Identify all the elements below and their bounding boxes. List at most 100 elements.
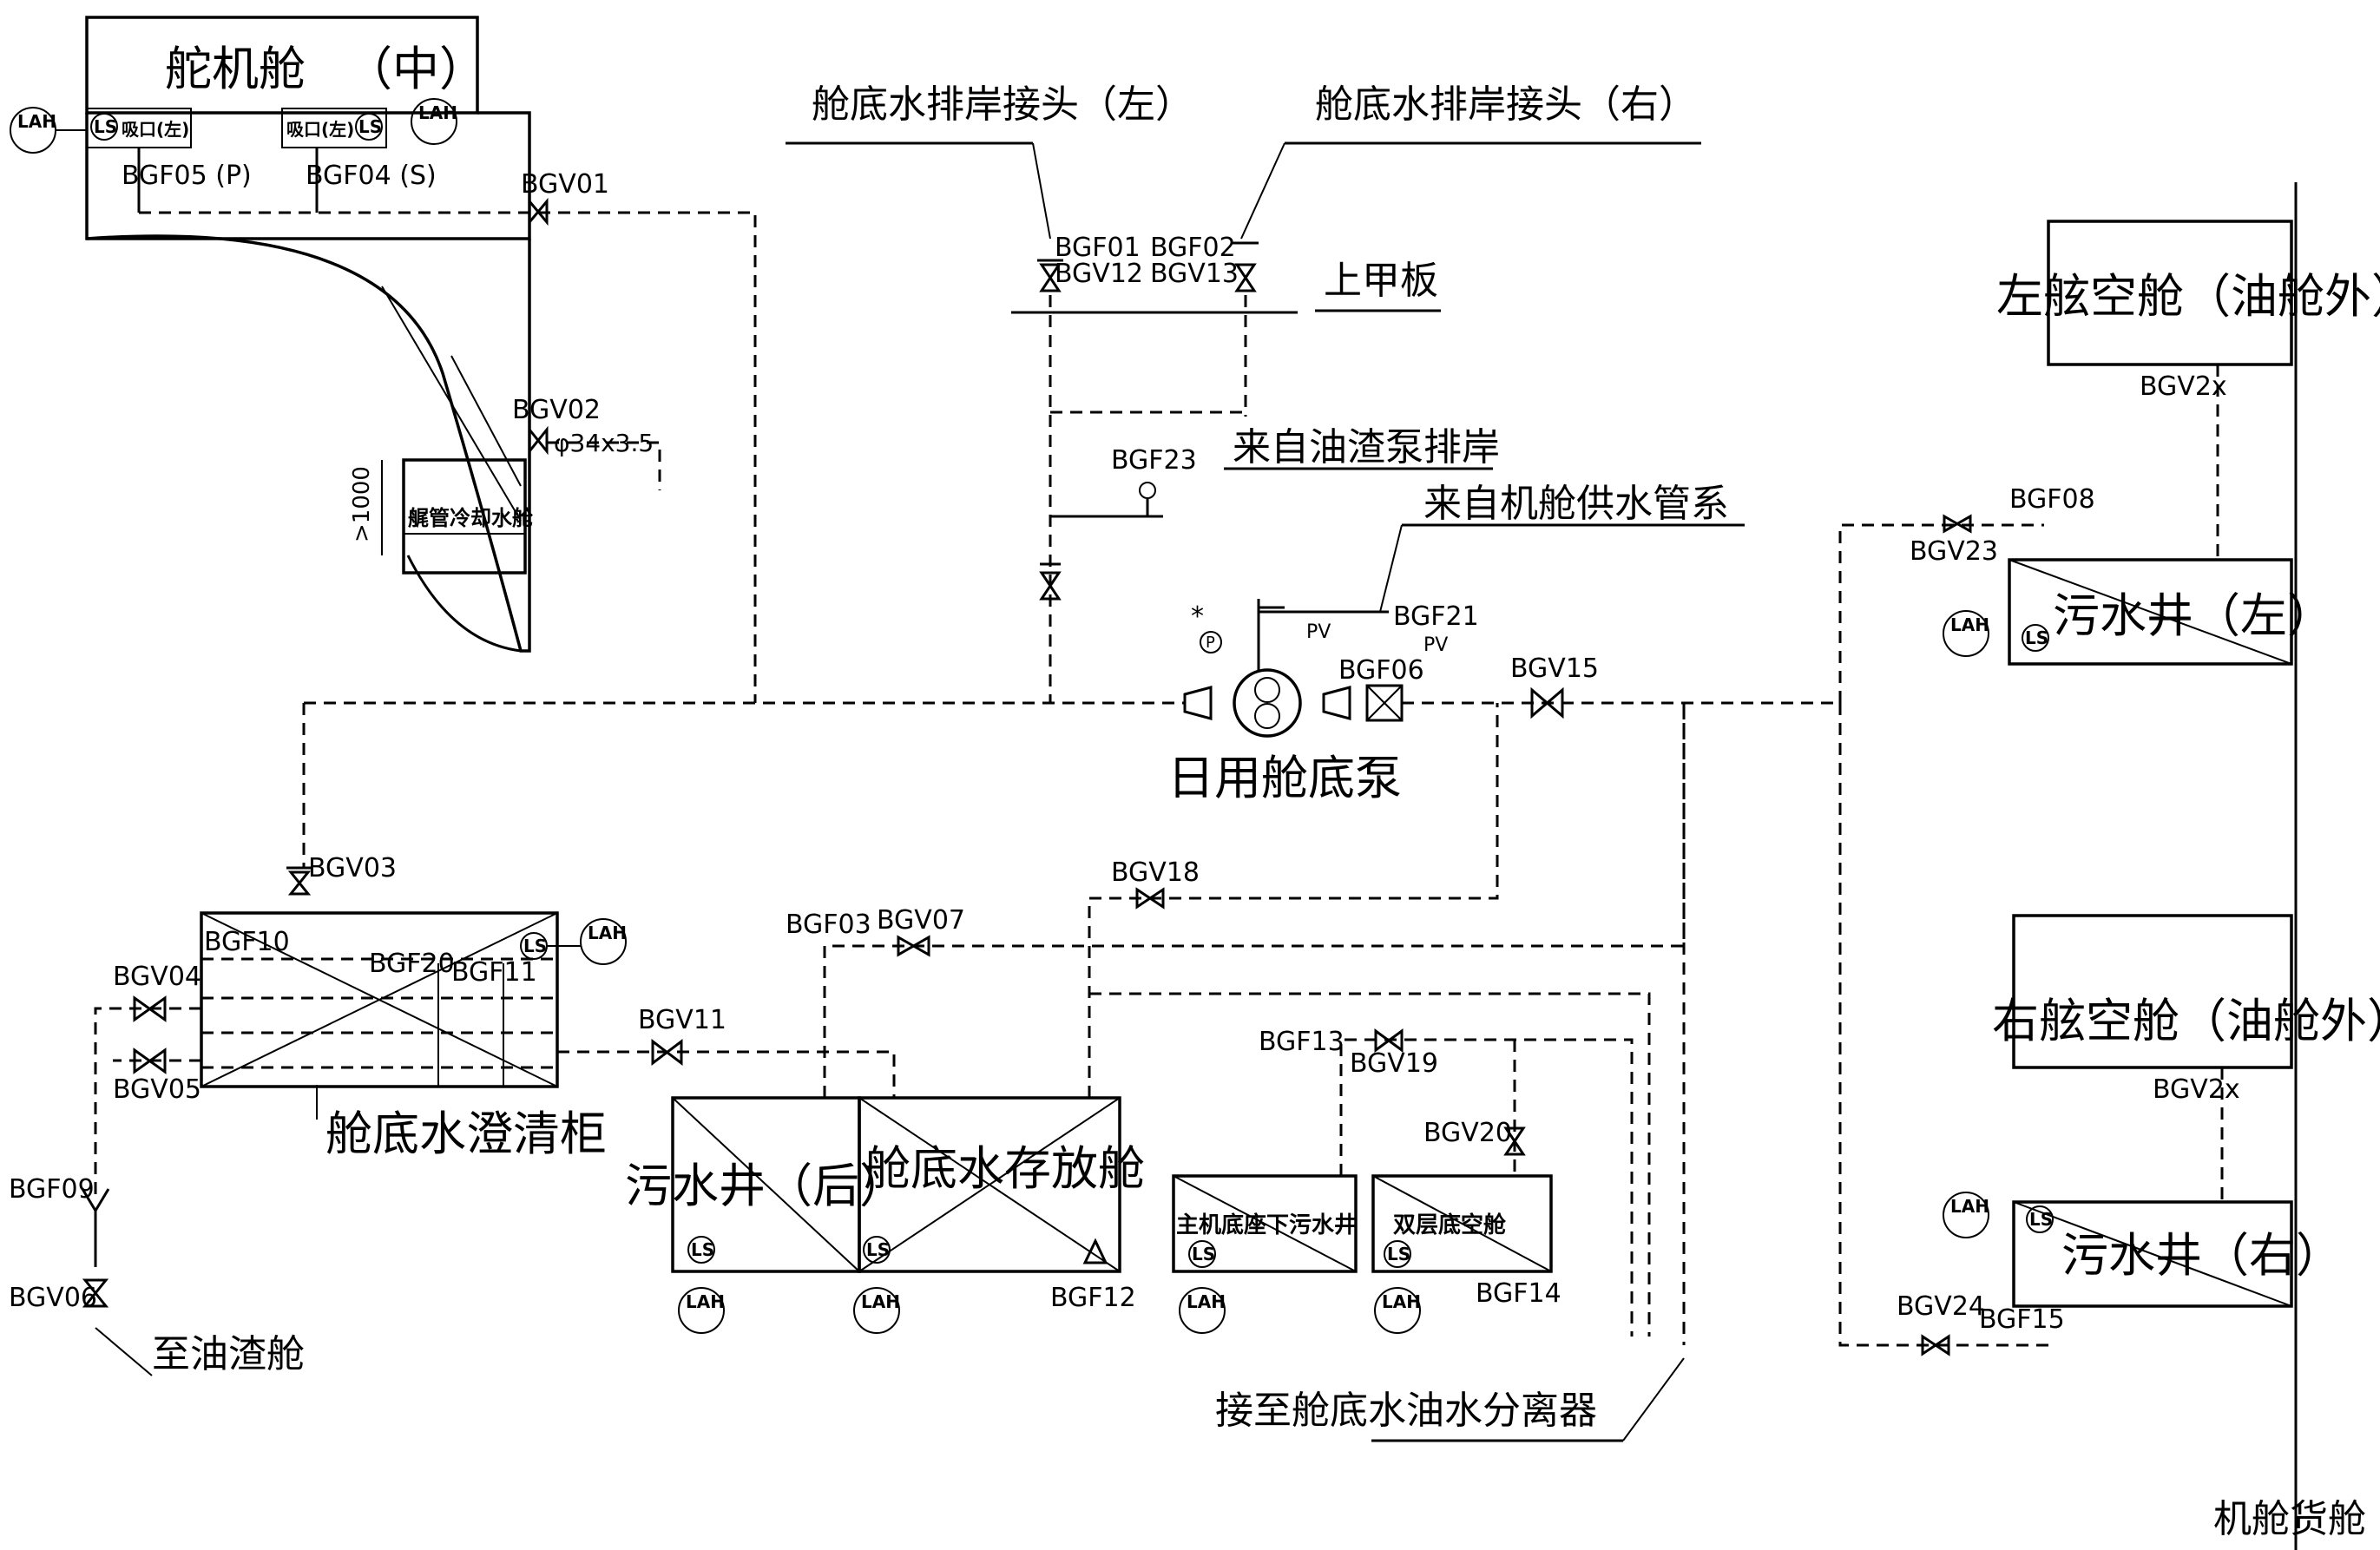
valve-bgv04-icon [133, 995, 167, 1022]
lah-label: LAH [1950, 614, 1989, 635]
tag-bgf08: BGF08 [2009, 484, 2095, 515]
pump-fw-branch [1257, 606, 1285, 670]
from-sludge-pump-label: 来自油渣泵排岸 [1233, 425, 1500, 470]
holding-tank-label: 舱底水存放舱 [864, 1141, 1145, 1196]
tag-bgv07: BGV07 [877, 905, 965, 936]
ls-label: LS [691, 1239, 714, 1260]
upper-deck-label: 上甲板 [1324, 259, 1438, 303]
tag-bgf15: BGF15 [1979, 1304, 2065, 1335]
shore-conn-right-label: 舱底水排岸接头（右） [1315, 82, 1697, 127]
lah-label: LAH [1382, 1291, 1421, 1312]
ls-label: LS [1192, 1244, 1215, 1264]
valve-bgv03-icon [286, 866, 312, 896]
bilge-well-stbd-label: 污水井（右） [2061, 1228, 2343, 1283]
tag-bgv20: BGV20 [1423, 1118, 1512, 1148]
tag-bgf23: BGF23 [1111, 445, 1197, 476]
tag-bgv02: BGV02 [512, 395, 601, 425]
bilge-well-stbd [2012, 1200, 2293, 1308]
to-sludge-leader [95, 1327, 153, 1376]
steering-room-mid-label: （中） [345, 42, 486, 96]
tag-bgv19: BGV19 [1350, 1048, 1438, 1079]
tag-bgv18: BGV18 [1111, 857, 1200, 888]
strainer-x2 [1366, 685, 1403, 721]
ls-icon [1188, 1240, 1216, 1268]
pressure-gauge-star: * [1191, 601, 1204, 632]
tag-bgf13: BGF13 [1259, 1027, 1345, 1057]
pv-label: PV [1423, 634, 1448, 656]
ls-icon [2026, 1205, 2054, 1233]
pump-inner-top [1254, 677, 1280, 703]
lah-label: LAH [1187, 1291, 1226, 1312]
valve-bgv20-icon [1503, 1126, 1526, 1156]
stern-tube-tank-label: 艉管冷却水舱 [408, 506, 534, 530]
ls-label: LS [94, 116, 117, 137]
main-engine-bilge-well [1172, 1174, 1358, 1273]
tag-bgv22b: BGV2x [2153, 1074, 2240, 1105]
holding-return-line [1089, 992, 1651, 1337]
valve-bgv24-icon [1921, 1334, 1950, 1356]
stern-tube-cooling-tank [402, 458, 527, 575]
valve-bgv-shore-icon [1039, 562, 1062, 601]
pump-discharge-reducer [1322, 686, 1351, 720]
tag-bgf01: BGF01 [1055, 233, 1141, 263]
to-separator-ptr [1622, 1357, 1685, 1442]
pump-suction-reducer [1183, 686, 1213, 720]
pv-label: PV [1306, 621, 1331, 643]
steering-suction-stbd [281, 108, 387, 148]
me-well-diag [1173, 1175, 1357, 1272]
pressure-gauge-icon [1200, 631, 1222, 653]
steering-suction-stbd-label: 吸口(左) [286, 119, 354, 140]
ls-icon [355, 113, 383, 141]
daily-bilge-pump-icon [1233, 668, 1302, 738]
shore-conn-left-label: 舱底水排岸接头（左） [812, 82, 1193, 127]
valve-bgv15-icon [1530, 686, 1564, 719]
lah-alarm-icon [853, 1287, 900, 1334]
lah-alarm-icon [1179, 1287, 1226, 1334]
pressure-gauge-label: P [1206, 634, 1215, 652]
holding-discharge-line [1088, 703, 1499, 1098]
valve-bgv06-icon [82, 1278, 109, 1308]
steering-room-label: 舵机舱 [165, 42, 306, 96]
ls-icon [687, 1236, 715, 1264]
ls-label: LS [523, 936, 547, 956]
well-stbd-diag [2013, 1201, 2292, 1307]
tag-bgf10: BGF10 [204, 927, 290, 957]
ls-label: LS [358, 116, 382, 137]
holding-suction-line [823, 703, 1686, 1098]
tag-bgv13: BGV13 [1150, 259, 1239, 289]
tag-bgf21: BGF21 [1393, 601, 1479, 632]
lah-alarm-icon [1374, 1287, 1421, 1334]
bilge-well-port [2008, 558, 2293, 666]
funnel-bgf09-icon [81, 1188, 110, 1267]
stern-hull-curve [86, 234, 531, 653]
void-port [2047, 220, 2293, 366]
tag-bgv01: BGV01 [521, 169, 609, 200]
ls-label: LS [2029, 1209, 2053, 1230]
tag-bgf05: BGF05 (P) [122, 161, 252, 191]
hull-diag-2 [450, 355, 522, 487]
ls-icon [2022, 624, 2049, 652]
me-well-line [1339, 1038, 1634, 1337]
tag-bgf11: BGF11 [451, 957, 537, 988]
lah-label: LAH [418, 102, 457, 123]
settling-drain-pipe [94, 1007, 201, 1198]
tag-bgf04: BGF04 (S) [306, 161, 437, 191]
main-engine-well-label: 主机底座下污水井 [1176, 1212, 1357, 1238]
tag-bgv04: BGV04 [113, 962, 201, 992]
ls-label: LS [2025, 627, 2048, 648]
lah-alarm-icon [678, 1287, 725, 1334]
lah-alarm-icon [580, 918, 627, 965]
tag-bgf06: BGF06 [1338, 655, 1424, 686]
fw-pipe [1257, 599, 1389, 614]
fw-leader-tail [1379, 524, 1403, 613]
holding-diag-2 [858, 1097, 1121, 1272]
lah-label: LAH [861, 1291, 900, 1312]
from-fresh-water-label: 来自机舱供水管系 [1423, 482, 1729, 526]
void-port-label: 左舷空舱（油舱外） [1996, 269, 2380, 324]
lah-alarm-icon [1943, 610, 1989, 657]
shore-conn-left-ptr [1032, 142, 1051, 240]
ls-icon [1384, 1240, 1411, 1268]
valve-bgv18-icon [1135, 887, 1165, 910]
tag-bgf20: BGF20 [369, 949, 455, 979]
